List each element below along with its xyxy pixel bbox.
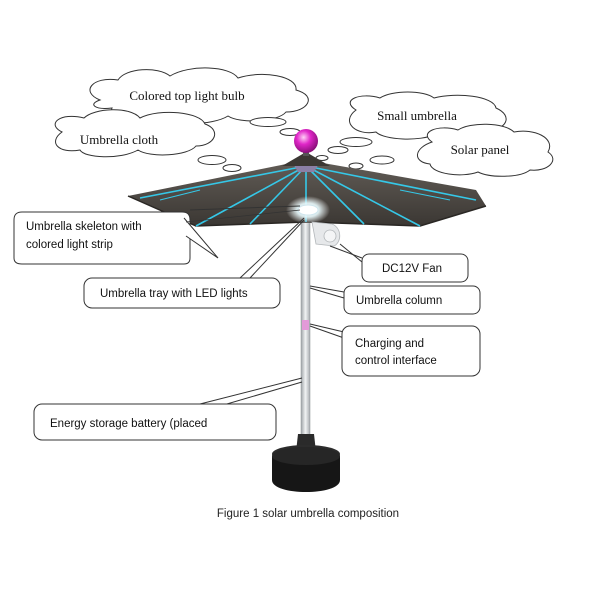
umbrella-pole (300, 211, 311, 453)
led-tray (297, 204, 319, 216)
label-small-umbrella: Small umbrella (377, 108, 457, 123)
small-umbrella-top (282, 152, 330, 166)
callout-column (309, 285, 481, 315)
label-solar-panel: Solar panel (451, 142, 510, 157)
label-skeleton-line2: colored light strip (26, 239, 113, 251)
label-fan: DC12V Fan (382, 263, 442, 275)
label-skeleton-line1: Umbrella skeleton with (26, 221, 142, 233)
label-charging-line1: Charging and (355, 338, 424, 350)
label-column: Umbrella column (356, 295, 442, 307)
label-charging-line2: control interface (355, 355, 437, 367)
label-battery: Energy storage battery (placed (50, 418, 207, 430)
callout-battery (33, 377, 303, 441)
label-umbrella-cloth: Umbrella cloth (80, 132, 159, 147)
label-colored-top-light-bulb: Colored top light bulb (129, 88, 244, 103)
callout-skeleton (13, 205, 301, 265)
fan-housing-icon (311, 221, 341, 247)
figure-caption: Figure 1 solar umbrella composition (216, 508, 400, 520)
callout-tray (83, 217, 305, 309)
callout-fan (329, 243, 469, 283)
label-tray: Umbrella tray with LED lights (100, 288, 248, 300)
weighted-base-icon (272, 434, 340, 492)
charging-interface-marker (302, 320, 309, 330)
sphere-bulb-icon (294, 129, 318, 153)
callout-charging (309, 323, 481, 377)
